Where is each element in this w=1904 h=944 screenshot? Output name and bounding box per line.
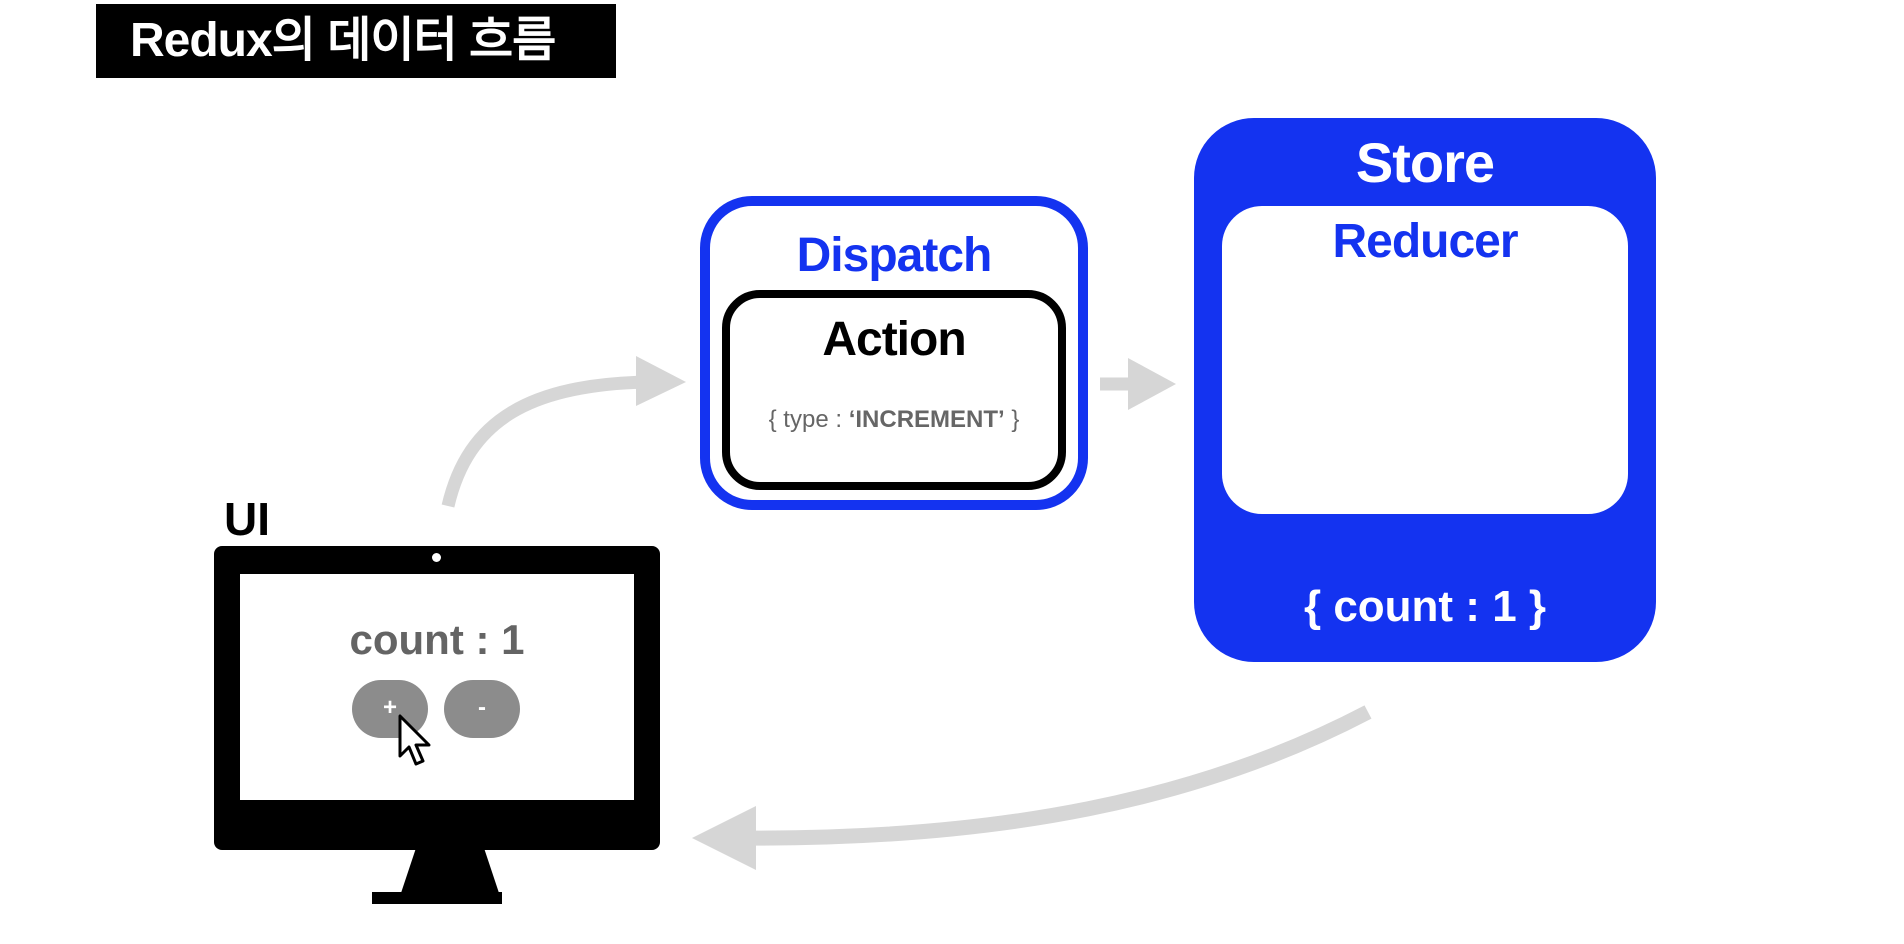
count-display: count : 1 (349, 616, 525, 663)
monitor-stand-base (372, 892, 502, 904)
arrow-store-to-ui (739, 705, 1372, 846)
store-box: Store Reducer { count : 1 } (1194, 118, 1656, 662)
monitor-screen: count : 1 + - (240, 574, 634, 800)
action-box: Action { type : ‘INCREMENT’ } (722, 290, 1066, 490)
action-payload-suffix: } (1004, 406, 1020, 433)
monitor-camera-icon (432, 553, 441, 562)
arrow-dispatch-to-store-head (1128, 358, 1176, 410)
mouse-pointer-icon (398, 714, 431, 766)
arrow-ui-to-dispatch-head (636, 356, 686, 406)
action-payload-type: ‘INCREMENT’ (848, 406, 1005, 433)
dispatch-label: Dispatch (796, 229, 993, 282)
monitor: count : 1 + - (214, 546, 660, 850)
arrow-store-to-ui-head (692, 806, 756, 870)
reducer-label: Reducer (1332, 215, 1518, 268)
reducer-box: Reducer (1222, 206, 1628, 514)
page-title: Redux의 데이터 흐름 (96, 4, 616, 78)
decrement-button[interactable]: - (444, 680, 520, 738)
dispatch-box: Dispatch Action { type : ‘INCREMENT’ } (700, 196, 1088, 510)
increment-button[interactable]: + (352, 680, 428, 738)
ui-label: UI (224, 493, 270, 545)
monitor-stand-neck (400, 848, 500, 896)
store-label: Store (1355, 131, 1495, 194)
action-payload: { type : ‘INCREMENT’ } (730, 406, 1058, 434)
arrow-ui-to-dispatch (441, 375, 651, 508)
action-label: Action (822, 313, 966, 366)
store-state: { count : 1 } (1303, 582, 1547, 631)
action-payload-prefix: { type : (768, 406, 849, 433)
